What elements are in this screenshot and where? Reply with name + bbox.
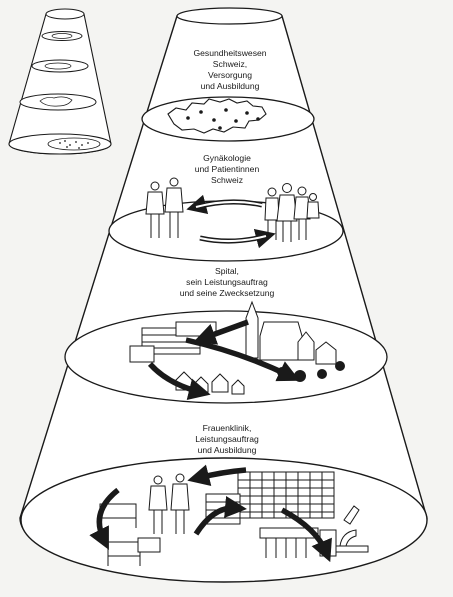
microscope-icon xyxy=(333,505,369,553)
label-national-line-2: Schweiz, xyxy=(213,59,247,69)
disc-hospital xyxy=(64,300,388,404)
label-patients-line-1: Gynäkologie xyxy=(203,153,251,163)
label-national-line-4: und Ausbildung xyxy=(201,81,260,91)
clinic-arrow-top-icon xyxy=(187,464,247,487)
labels: Gesundheitswesen Schweiz, Versorgung und… xyxy=(180,48,275,455)
hospital-arrow-top-icon xyxy=(193,319,249,345)
disc-national xyxy=(141,96,315,142)
label-national-line-3: Versorgung xyxy=(208,70,252,80)
overview-cone xyxy=(8,8,112,155)
cone-apex xyxy=(176,7,283,25)
label-hospital-line-1: Spital, xyxy=(215,266,239,276)
label-clinic-line-3: und Ausbildung xyxy=(198,445,257,455)
label-patients-line-3: Schweiz xyxy=(211,175,243,185)
label-national-line-1: Gesundheitswesen xyxy=(193,48,266,58)
church-icon xyxy=(245,300,337,365)
label-clinic-line-2: Leistungsauftrag xyxy=(195,434,259,444)
clinic-arrow-center-icon xyxy=(193,496,247,536)
switzerland-map-icon xyxy=(167,98,267,134)
label-hospital-line-2: sein Leistungsauftrag xyxy=(186,277,268,287)
clinic-doctors-icon xyxy=(148,473,190,534)
hospital-arrow-mid-icon xyxy=(185,337,300,382)
label-hospital-line-3: und seine Zwecksetzung xyxy=(180,288,275,298)
cities-icon xyxy=(186,108,260,130)
hospital-arrow-bottom-icon xyxy=(147,362,211,401)
doctors-icon xyxy=(145,177,184,238)
clinic-arrow-left-icon xyxy=(89,487,120,550)
label-clinic-line-1: Frauenklinik, xyxy=(203,423,252,433)
label-patients-line-2: und Patientinnen xyxy=(195,164,260,174)
patients-icon xyxy=(264,183,320,242)
disc-patients xyxy=(108,177,344,262)
hospital-beds-icon xyxy=(99,503,161,566)
clinic-arrow-right-icon xyxy=(280,507,332,563)
disc-clinic xyxy=(20,457,428,583)
